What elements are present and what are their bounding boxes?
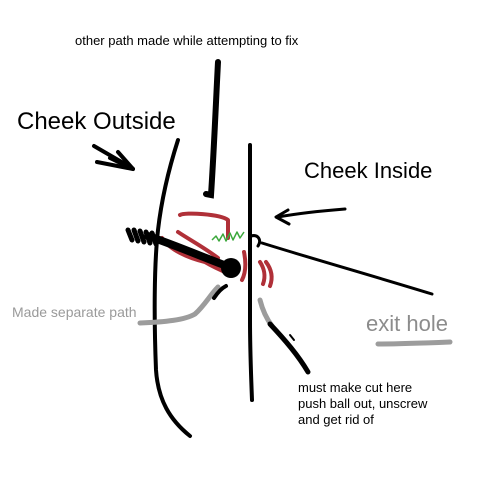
right-wall-hook <box>249 234 262 248</box>
separate-path-stroke <box>137 284 221 326</box>
cut-note-label: must make cut here push ball out, unscre… <box>298 380 427 428</box>
exit-hole-label: exit hole <box>366 311 448 336</box>
green-scribble <box>211 231 245 242</box>
cheek-outside-label: Cheek Outside <box>17 108 176 135</box>
other-path-stroke <box>203 59 221 199</box>
exit-hole-underline <box>375 339 453 347</box>
cut-note-line: push ball out, unscrew <box>298 396 428 411</box>
separate-path-label: Made separate path <box>12 304 137 320</box>
barbell-threaded-end <box>125 227 159 247</box>
cheek-inside-label: Cheek Inside <box>304 158 433 183</box>
cheek-inside-wall <box>247 143 254 402</box>
cheek-outside-wall <box>152 138 192 438</box>
separate-path-tip <box>212 284 228 300</box>
cut-note-line: must make cut here <box>298 380 413 395</box>
cheek-outside-arrow <box>92 144 135 171</box>
barbell-ball <box>221 258 241 278</box>
cut-note-line: and get rid of <box>298 412 374 427</box>
other-path-label: other path made while attempting to fix <box>75 33 299 48</box>
cheek-inside-arrow <box>274 207 347 226</box>
cut-location-mark <box>289 334 295 341</box>
cut-location-stroke <box>267 321 311 375</box>
exit-path-line <box>260 241 434 296</box>
